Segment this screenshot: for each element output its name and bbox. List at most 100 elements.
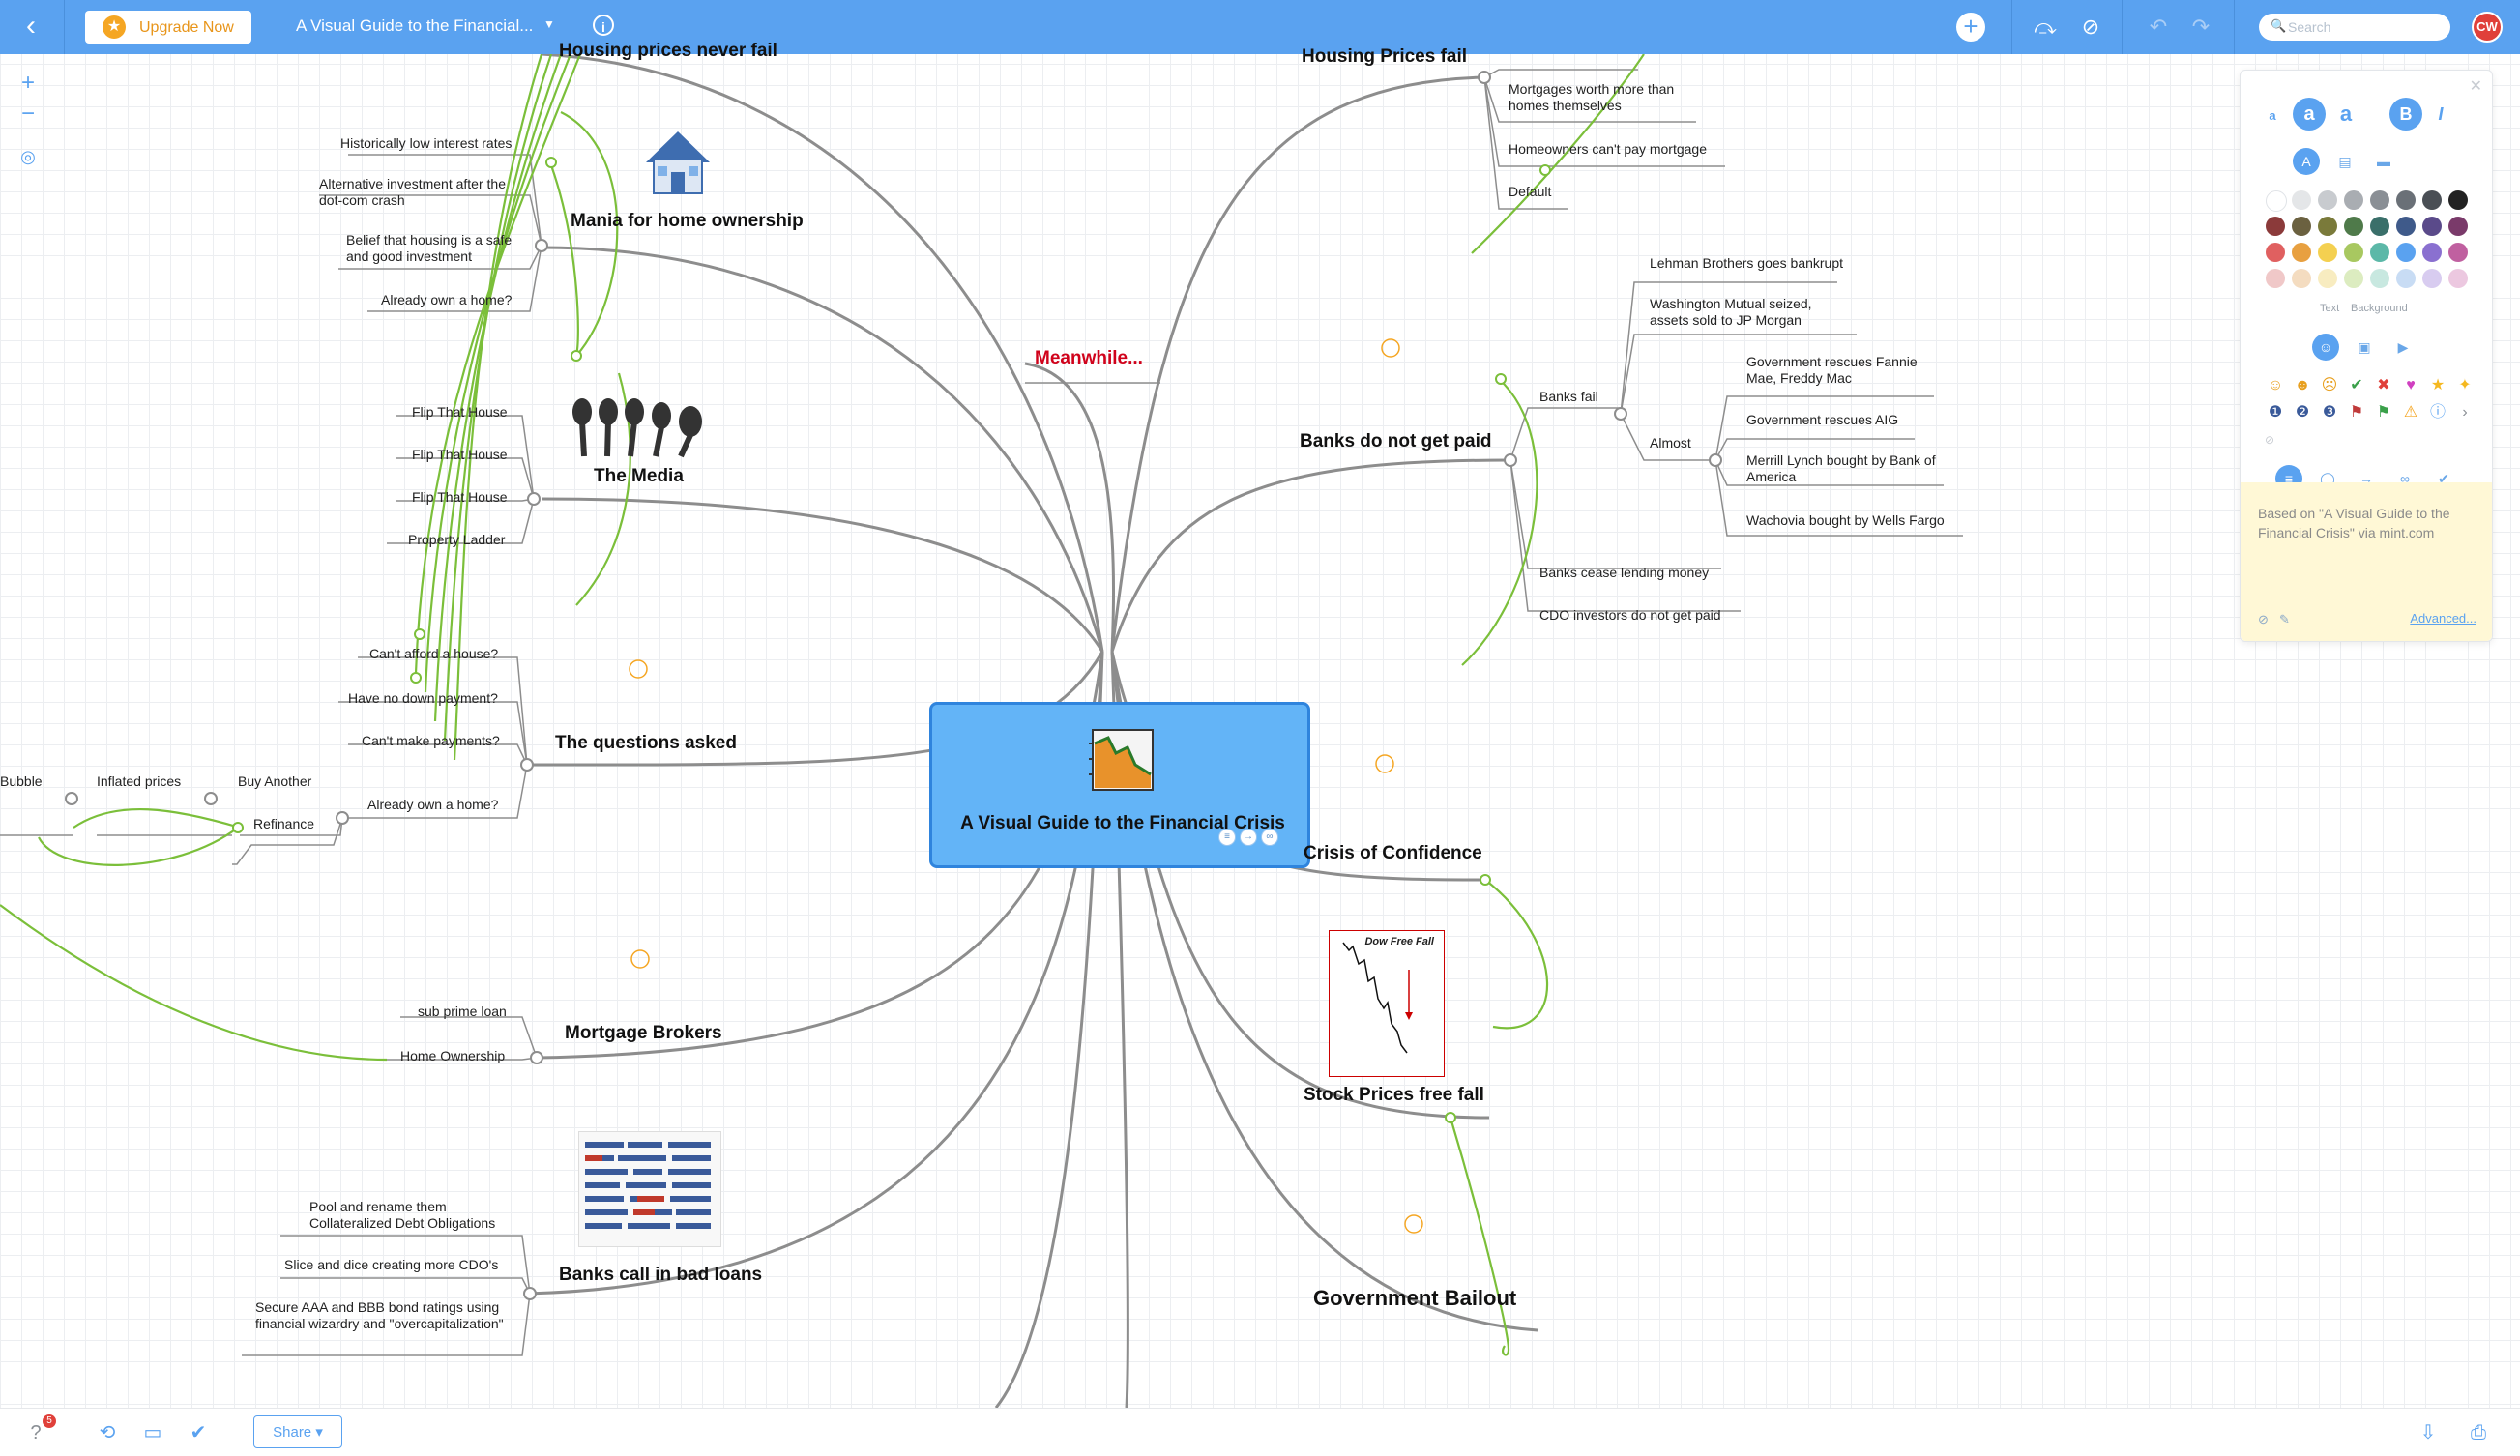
subtopic[interactable]: Historically low interest rates [340, 135, 513, 151]
color-swatch[interactable] [2266, 217, 2285, 236]
topic-housing-fail[interactable]: Housing Prices fail [1302, 46, 1468, 67]
text-tab-label[interactable]: Text [2320, 303, 2340, 314]
color-swatch[interactable] [2266, 269, 2285, 288]
zoom-in-icon[interactable]: + [20, 70, 35, 96]
info-icon[interactable]: ⓘ [2429, 404, 2446, 421]
color-swatch[interactable] [2422, 243, 2442, 262]
x-icon[interactable]: ✖ [2377, 377, 2390, 393]
color-swatch[interactable] [2370, 243, 2389, 262]
center-map-icon[interactable]: ◎ [20, 147, 36, 166]
no-icon-icon[interactable]: ⊘ [2264, 433, 2275, 447]
emoji-tab[interactable]: ☺ [2312, 334, 2339, 361]
color-swatch[interactable] [2396, 217, 2416, 236]
info-icon[interactable]: i [593, 15, 614, 36]
topic-meanwhile[interactable]: Meanwhile... [1035, 348, 1143, 368]
presentation-icon[interactable]: ▭ [143, 1422, 162, 1443]
topic-government-bailout[interactable]: Government Bailout [1313, 1286, 1517, 1310]
color-swatch[interactable] [2344, 243, 2363, 262]
note-icon[interactable]: ≡ [1218, 829, 1236, 846]
color-swatch[interactable] [2318, 190, 2337, 210]
subtopic[interactable]: Can't afford a house? [369, 646, 499, 661]
subtopic[interactable]: Lehman Brothers goes bankrupt [1650, 255, 1844, 271]
sad-icon[interactable]: ☹ [2321, 377, 2338, 393]
color-swatch[interactable] [2292, 269, 2311, 288]
subtopic[interactable]: Have no down payment? [348, 690, 498, 706]
subtopic[interactable]: Belief that housing is a safe and good i… [346, 232, 513, 264]
mind-map-canvas[interactable]: Housing prices never fail Mania for home… [0, 41, 2520, 1408]
document-title[interactable]: A Visual Guide to the Financial... [296, 16, 534, 35]
back-arrow-icon[interactable]: ‹ [26, 10, 36, 42]
topic-banks-not-paid[interactable]: Banks do not get paid [1300, 431, 1492, 451]
grin-icon[interactable]: ☻ [2294, 377, 2311, 393]
color-swatch[interactable] [2448, 217, 2468, 236]
image-tab[interactable]: ▣ [2358, 339, 2371, 355]
color-swatch[interactable] [2266, 243, 2285, 262]
zoom-out-icon[interactable]: − [20, 101, 35, 127]
topic-housing-never-fail[interactable]: Housing prices never fail [559, 41, 777, 61]
color-swatch[interactable] [2344, 269, 2363, 288]
subtopic[interactable]: Flip That House [412, 404, 508, 420]
tasks-check-icon[interactable]: ✔ [190, 1422, 207, 1443]
subtopic[interactable]: Secure AAA and BBB bond ratings using fi… [255, 1299, 504, 1331]
notes-area[interactable]: Based on "A Visual Guide to the Financia… [2241, 482, 2492, 641]
color-swatch[interactable] [2344, 217, 2363, 236]
number-one-icon[interactable]: ❶ [2268, 404, 2283, 421]
lightbulb-icon[interactable]: ✦ [2458, 377, 2472, 393]
color-swatch[interactable] [2370, 190, 2389, 210]
subtopic[interactable]: CDO investors do not get paid [1539, 607, 1721, 623]
smile-icon[interactable]: ☺ [2267, 377, 2284, 393]
add-topic-button[interactable]: + [1956, 13, 1985, 42]
red-flag-icon[interactable]: ⚑ [2349, 404, 2364, 421]
subtopic[interactable]: Mortgages worth more than homes themselv… [1509, 81, 1675, 113]
topic-questions[interactable]: The questions asked [555, 733, 737, 753]
clear-icon[interactable]: ⊘ [2258, 612, 2269, 626]
color-swatch[interactable] [2448, 243, 2468, 262]
subtopic[interactable]: Merrill Lynch bought by Bank of America [1746, 452, 1936, 484]
edit-icon[interactable]: ✎ [2279, 612, 2290, 626]
subtopic[interactable]: Bubble [0, 773, 43, 789]
font-size-large-button[interactable]: a [2339, 102, 2353, 126]
color-swatch[interactable] [2370, 217, 2389, 236]
green-flag-icon[interactable]: ⚑ [2376, 404, 2391, 421]
subtopic[interactable]: Banks cease lending money [1539, 565, 1710, 580]
subtopic[interactable]: Already own a home? [367, 797, 499, 812]
upgrade-button[interactable]: ★ Upgrade Now [85, 11, 251, 44]
number-three-icon[interactable]: ❸ [2322, 404, 2337, 421]
text-style-tab[interactable]: A [2293, 148, 2320, 175]
color-swatch[interactable] [2448, 269, 2468, 288]
subtopic[interactable]: Banks fail [1539, 389, 1598, 404]
color-swatch[interactable] [2344, 190, 2363, 210]
subtopic[interactable]: Can't make payments? [362, 733, 500, 748]
color-swatch[interactable] [2318, 269, 2337, 288]
subtopic[interactable]: Government rescues AIG [1746, 412, 1899, 427]
color-swatch[interactable] [2448, 190, 2468, 210]
subtopic[interactable]: Flip That House [412, 447, 508, 462]
border-style-tab[interactable]: ▬ [2377, 154, 2390, 169]
italic-button[interactable]: I [2438, 104, 2444, 124]
subtopic[interactable]: Buy Another [238, 773, 312, 789]
chevron-right-icon[interactable]: › [2462, 404, 2468, 421]
color-swatch[interactable] [2396, 190, 2416, 210]
color-swatch[interactable] [2422, 190, 2442, 210]
topic-stock-free-fall[interactable]: Stock Prices free fall [1304, 1085, 1484, 1105]
subtopic[interactable]: Home Ownership [400, 1048, 506, 1063]
topic-crisis-confidence[interactable]: Crisis of Confidence [1304, 843, 1482, 863]
redo-icon[interactable]: ↷ [2191, 15, 2211, 39]
advanced-link[interactable]: Advanced... [2410, 611, 2476, 626]
central-topic[interactable]: A Visual Guide to the Financial Crisis ≡… [929, 702, 1310, 868]
help-icon[interactable]: ? [30, 1422, 42, 1443]
subtopic[interactable]: Slice and dice creating more CDO's [284, 1257, 499, 1272]
link-icon[interactable]: ∞ [1261, 829, 1278, 846]
shape-style-tab[interactable]: ▤ [2338, 154, 2352, 169]
color-swatch[interactable] [2292, 243, 2311, 262]
subtopic[interactable]: Refinance [253, 816, 315, 831]
font-size-small-button[interactable]: a [2269, 108, 2276, 123]
tasks-tab[interactable]: ✔ [2438, 471, 2449, 486]
subtopic[interactable]: Already own a home? [381, 292, 513, 307]
share-button[interactable]: Share ▾ [253, 1415, 342, 1448]
bold-button[interactable]: B [2389, 98, 2422, 131]
subtopic[interactable]: Flip That House [412, 489, 508, 505]
color-swatch[interactable] [2318, 217, 2337, 236]
subtopic[interactable]: sub prime loan [418, 1004, 507, 1019]
note-text[interactable]: Based on "A Visual Guide to the Financia… [2258, 506, 2450, 540]
